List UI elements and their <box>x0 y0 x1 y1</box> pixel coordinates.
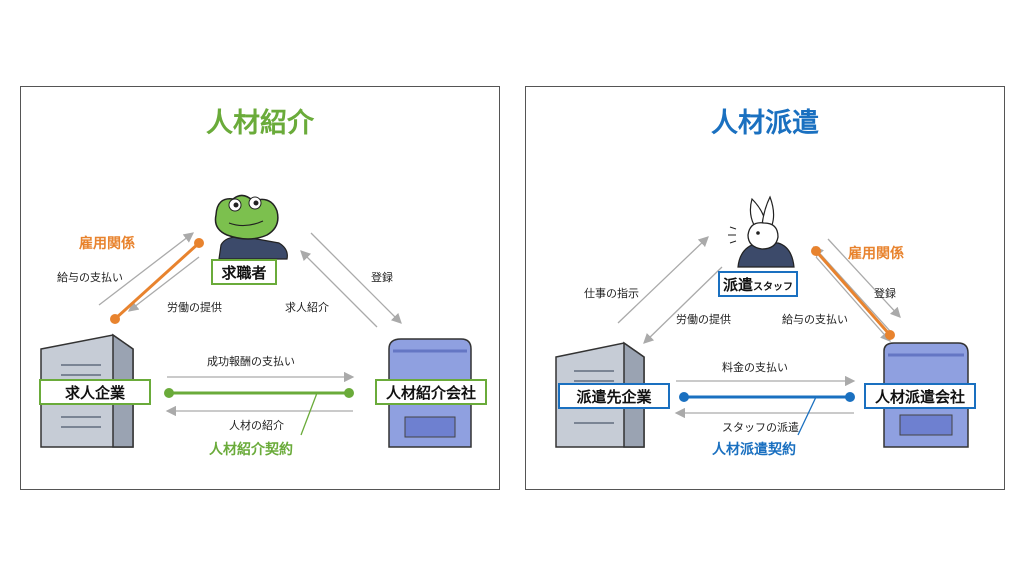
register-label: 登録 <box>874 287 896 300</box>
register-label: 登録 <box>371 271 393 284</box>
jobseeker-box: 求職者 <box>211 259 277 285</box>
contract-label: 人材紹介契約 <box>209 442 293 458</box>
pay-wage-label: 給与の支払い <box>782 313 848 326</box>
frog-icon <box>214 194 288 260</box>
fee-label: 料金の支払い <box>722 361 788 374</box>
panel-dispatch: 人材派遣 <box>525 86 1005 490</box>
rabbit-icon <box>728 195 795 268</box>
instruction-label: 仕事の指示 <box>584 287 639 300</box>
employment-relation-label: 雇用関係 <box>79 236 135 252</box>
agency-box: 人材紹介会社 <box>375 379 487 405</box>
labor-label: 労働の提供 <box>167 301 222 314</box>
success-fee-label: 成功報酬の支払い <box>207 355 295 368</box>
job-intro-label: 求人紹介 <box>285 301 329 314</box>
client-box: 派遣先企業 <box>558 383 670 409</box>
company-box: 求人企業 <box>39 379 151 405</box>
staff-box: 派遣スタッフ <box>718 271 798 297</box>
panel-title: 人材紹介 <box>206 108 314 139</box>
staff-main-label: 派遣 <box>722 276 753 294</box>
employment-relation-label: 雇用関係 <box>848 246 904 262</box>
panel-title: 人材派遣 <box>711 108 819 139</box>
agency-box: 人材派遣会社 <box>864 383 976 409</box>
dispatch-label: スタッフの派遣 <box>722 421 799 434</box>
panel-recruitment: 人材紹介 <box>20 86 500 490</box>
pay-wage-label: 給与の支払い <box>57 271 123 284</box>
talent-intro-label: 人材の紹介 <box>229 419 284 432</box>
labor-label: 労働の提供 <box>676 313 731 326</box>
staff-small-label: スタッフ <box>753 282 793 293</box>
contract-label: 人材派遣契約 <box>712 442 796 458</box>
